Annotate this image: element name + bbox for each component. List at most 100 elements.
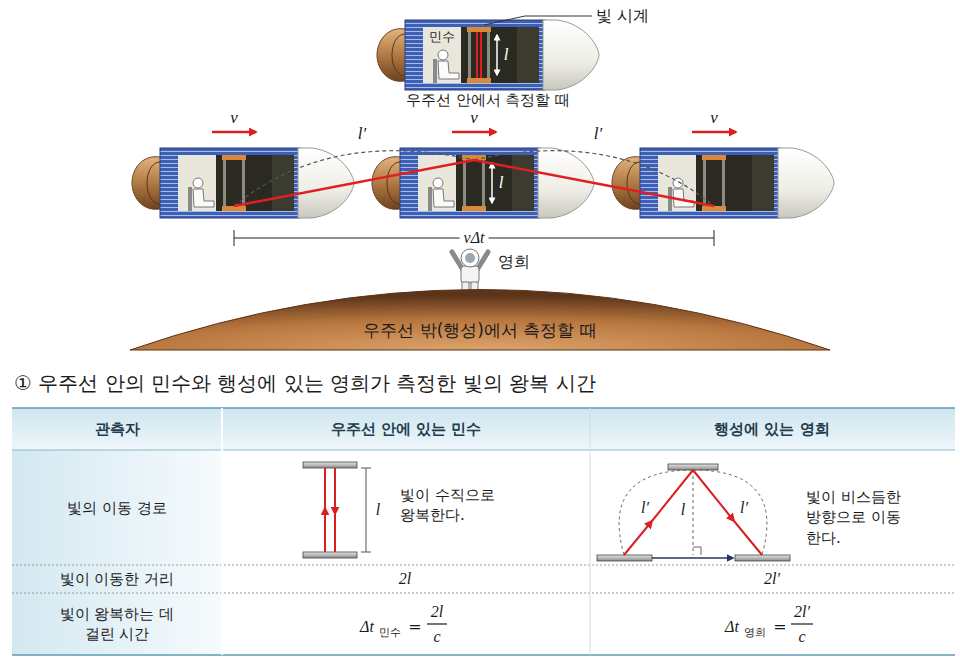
length-symbol: l′ — [740, 498, 748, 517]
fraction-bar — [791, 623, 813, 624]
light-clock-vertical — [324, 508, 326, 552]
fraction-bar — [427, 623, 447, 624]
table-grid — [12, 593, 955, 594]
length-symbol: l — [499, 173, 504, 193]
light-clock-vertical — [303, 462, 371, 558]
light-clock-vertical — [334, 468, 336, 514]
row-header: 빛이 왕복하는 데 걸린 시간 — [52, 604, 182, 645]
leader-line — [484, 16, 592, 25]
light-clock-slanted — [735, 555, 790, 561]
light-clock-slanted — [693, 470, 694, 555]
rocket-figure — [377, 20, 599, 90]
length-symbol: l′ — [594, 124, 602, 144]
table-grid — [590, 408, 591, 655]
rocket-figure — [612, 148, 834, 218]
light-clock-vertical — [334, 514, 336, 552]
light-clock-slanted — [693, 470, 734, 521]
formula-part: Δt — [360, 617, 374, 636]
region-label: 우주선 밖(행성)에서 측정할 때 — [363, 319, 596, 342]
astronaut-figure — [465, 253, 475, 263]
formula-subscript: 민수 — [379, 626, 401, 639]
light-clock-slanted — [693, 547, 701, 555]
formula-subscript: 영희 — [744, 626, 766, 639]
planet-surface — [130, 284, 830, 350]
velocity-arrow — [452, 131, 496, 134]
table-grid — [12, 450, 955, 451]
light-clock-vertical — [303, 462, 357, 468]
light-clock-slanted — [668, 464, 718, 470]
length-symbol: l′ — [358, 124, 366, 144]
table-cell: 2l — [399, 569, 411, 588]
length-arrow — [491, 163, 493, 203]
length-symbol: l — [504, 45, 509, 65]
dashed-arc — [234, 151, 474, 206]
astronaut-figure — [461, 266, 479, 283]
light-clock-slanted — [734, 521, 762, 555]
light-clock-vertical — [361, 468, 371, 469]
length-symbol: l — [681, 500, 685, 519]
table-cell: 빛이 비스듬한 방향으로 이동한다. — [806, 487, 904, 548]
distance-label: vΔt — [460, 228, 489, 247]
astronaut-figure — [461, 249, 479, 267]
formula-part: = — [773, 617, 786, 636]
light-clock-vertical — [303, 552, 357, 558]
row-header: 빛의 이동 경로 — [67, 499, 167, 517]
table-cell: 2l′ — [764, 569, 780, 588]
length-symbol: l′ — [641, 498, 649, 517]
table-grid — [12, 565, 955, 566]
table-grid — [12, 408, 955, 655]
light-clock-slanted — [652, 557, 733, 559]
view-label: 우주선 안에서 측정할 때 — [406, 91, 570, 109]
dashed-arc — [474, 151, 714, 206]
velocity-symbol: v — [470, 108, 478, 128]
formula-part: c — [433, 627, 440, 646]
rocket-figure — [132, 148, 354, 218]
light-ray — [476, 32, 478, 78]
distance-bar — [234, 230, 235, 246]
light-ray — [480, 32, 482, 78]
astronaut-figure — [452, 249, 488, 291]
light-clock-slanted — [619, 470, 693, 555]
table-header: 우주선 안에 있는 민수 — [331, 420, 482, 438]
fraction-bar — [427, 624, 813, 625]
formula-part: Δt — [725, 617, 739, 636]
velocity-symbol: v — [230, 108, 238, 128]
distance-bar — [714, 230, 715, 246]
table-grid — [12, 654, 955, 656]
row-header: 빛이 이동한 거리 — [60, 570, 175, 588]
formula-part: 2l — [431, 602, 443, 621]
light-clock-slanted — [652, 470, 693, 521]
person-name: 민수 — [429, 29, 455, 45]
formula-part: 2l′ — [794, 602, 810, 621]
velocity-arrow — [212, 131, 256, 134]
light-clock-slanted — [624, 521, 652, 555]
light-clock-slanted — [693, 470, 767, 555]
planet-surface — [130, 290, 830, 351]
velocity-symbol: v — [710, 108, 718, 128]
dashed-arc — [234, 151, 714, 206]
light-clock-vertical — [361, 552, 371, 553]
figure-caption: ① 우주선 안의 민수와 행성에 있는 영희가 측정한 빛의 왕복 시간 — [14, 371, 596, 395]
table-grid — [12, 450, 222, 655]
length-arrow — [496, 35, 498, 75]
velocity-arrow — [212, 132, 736, 133]
formula-part: c — [798, 627, 805, 646]
light-clock-vertical — [324, 468, 326, 508]
velocity-arrow — [692, 131, 736, 134]
light-clock-slanted — [597, 555, 652, 561]
planet-band: 우주선 밖(행성)에서 측정할 때 — [130, 284, 830, 350]
light-ray — [234, 160, 714, 206]
table-grid — [12, 408, 955, 450]
formula-part: = — [408, 617, 421, 636]
light-clock-slanted — [597, 464, 790, 561]
table-grid — [221, 408, 223, 655]
part-label: 빛 시계 — [596, 6, 649, 25]
table-header: 행성에 있는 영희 — [714, 420, 829, 438]
table-grid — [12, 407, 955, 409]
light-clock-vertical — [366, 468, 367, 552]
table-cell: 빛이 수직으로 왕복한다. — [400, 485, 508, 526]
light-ray — [477, 32, 481, 78]
person-name: 영희 — [498, 252, 530, 271]
table-header: 관측자 — [95, 420, 140, 438]
length-symbol: l — [376, 500, 380, 519]
